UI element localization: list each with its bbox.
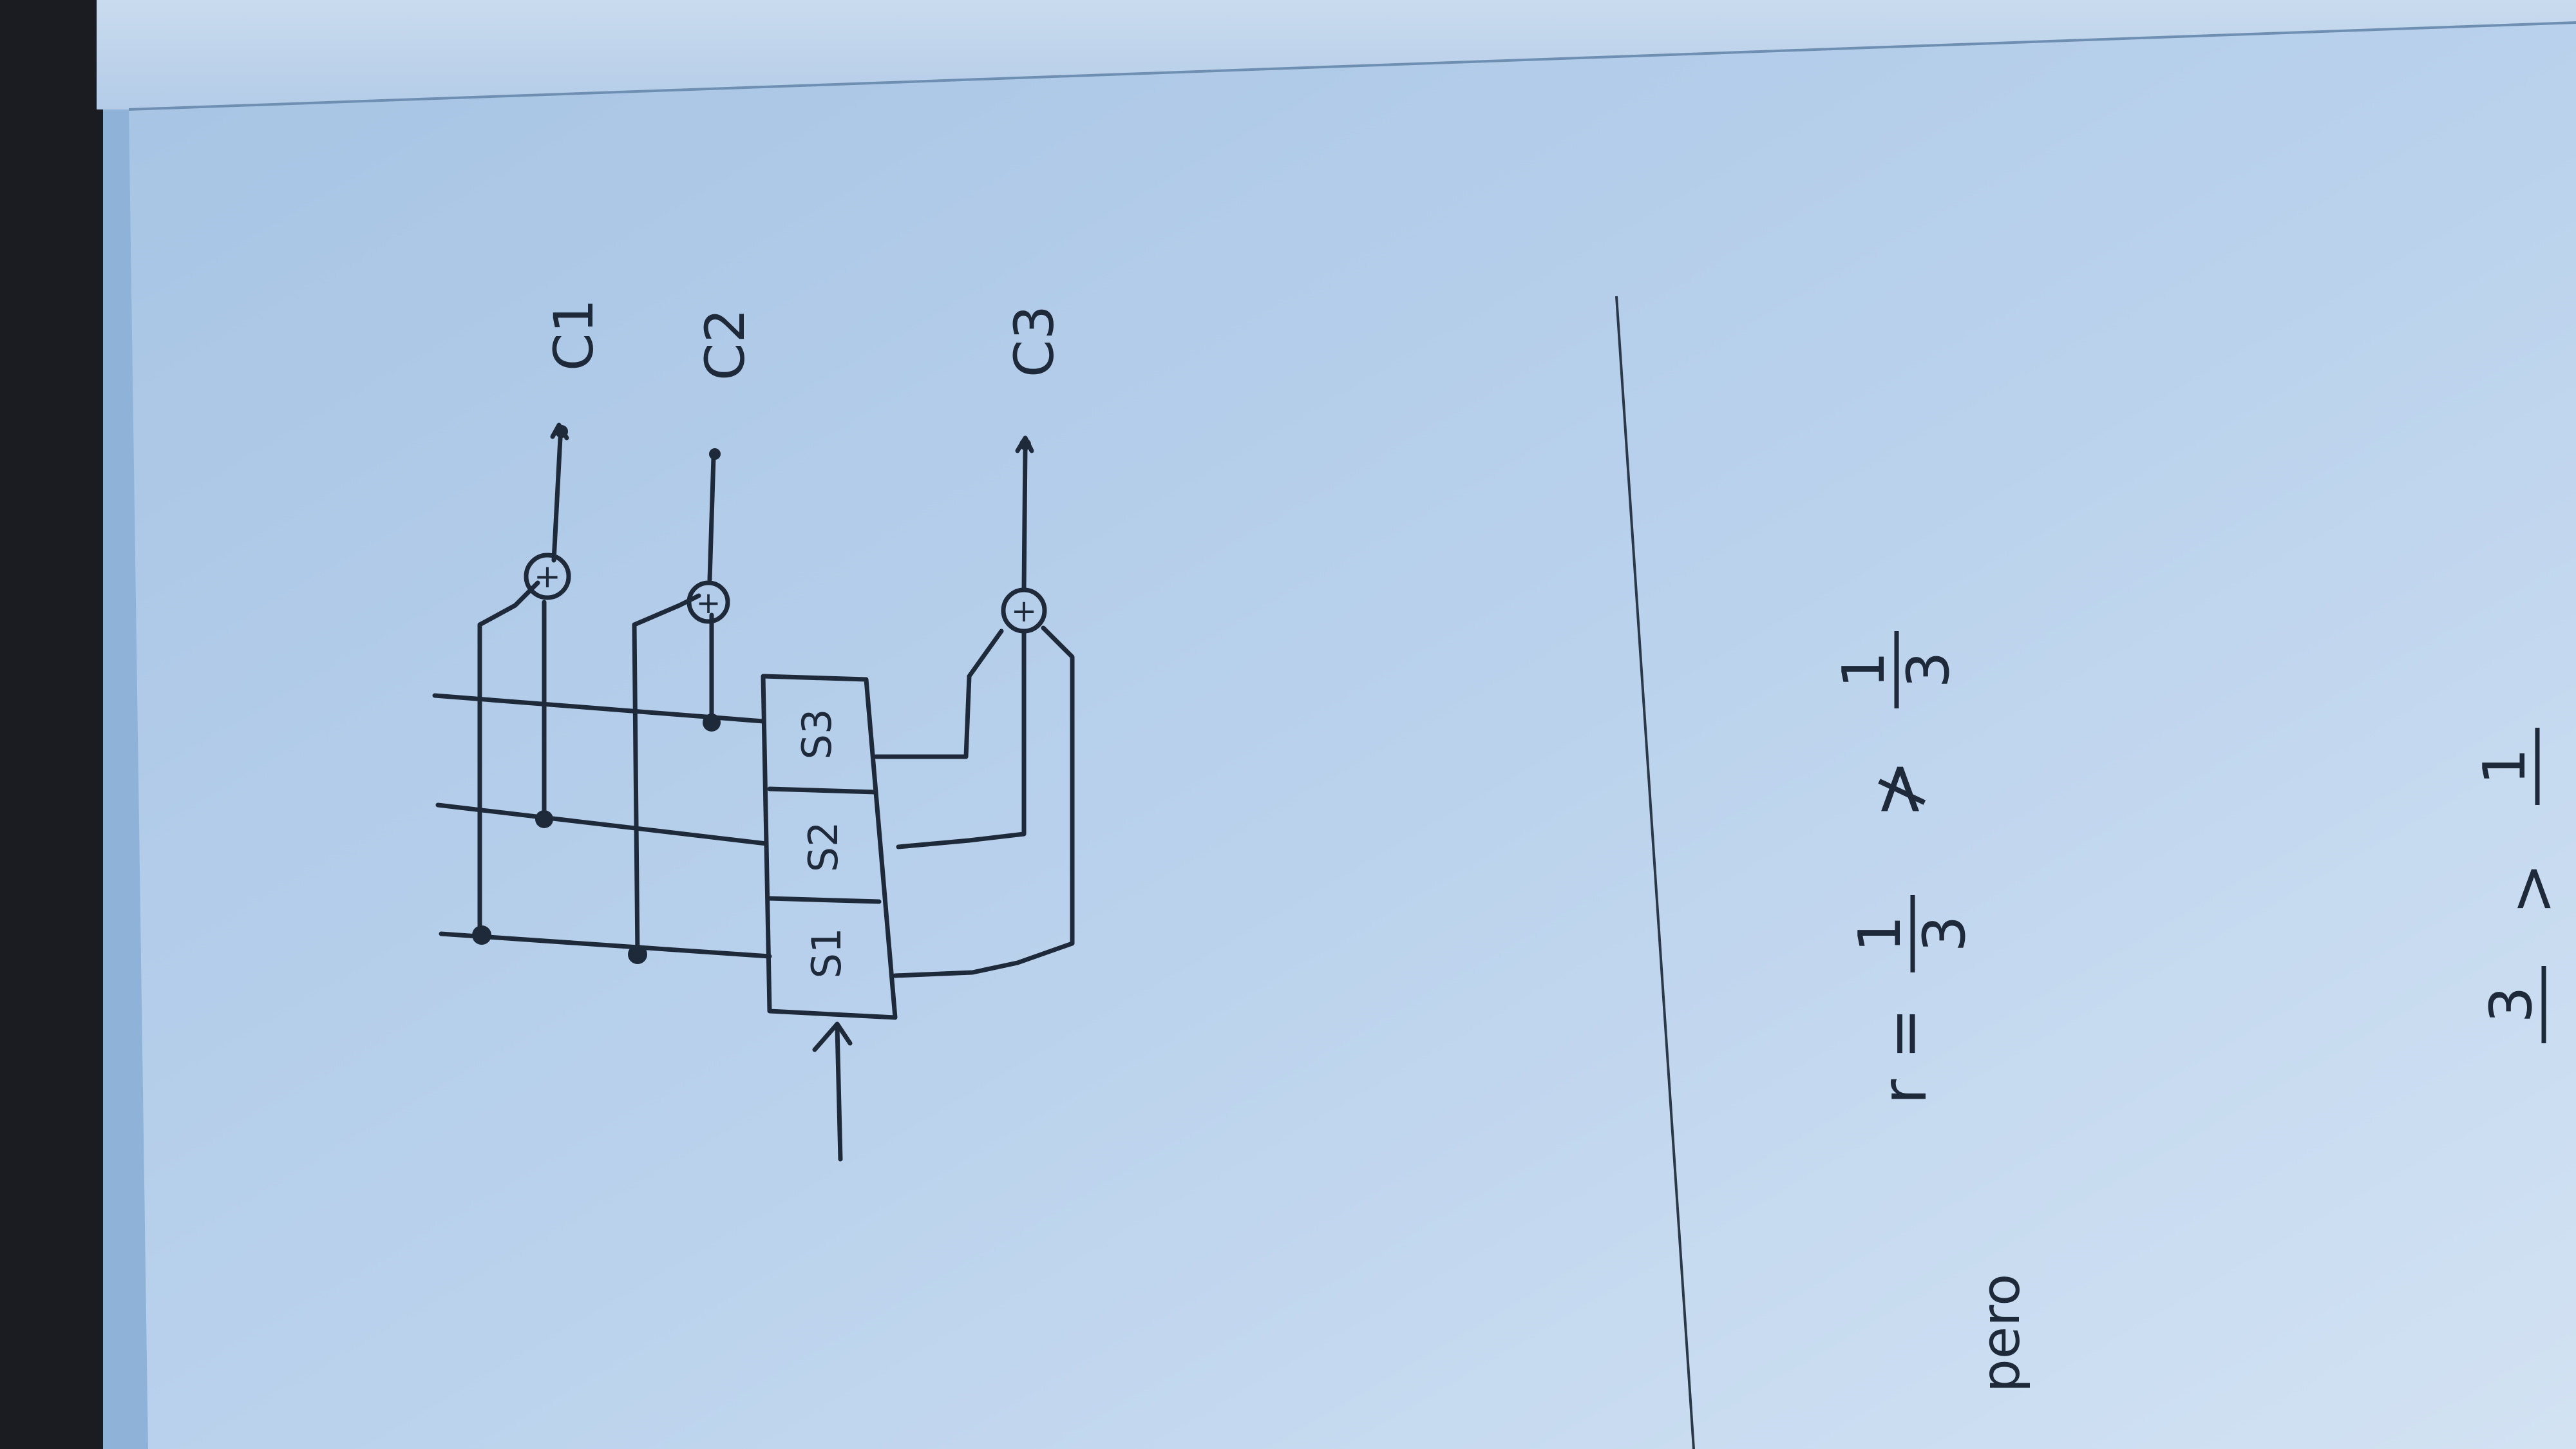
note-frac2: 1 3 [1830, 631, 1962, 708]
note-frac1-den: 3 [1911, 915, 1978, 952]
note-rate-lhs: r = [1868, 1008, 1940, 1104]
register-label-s2: S2 [800, 822, 847, 873]
note-bottom-gt: > [2496, 863, 2568, 914]
shift-register [761, 674, 898, 1020]
note-neq: ≯ [1857, 759, 1939, 819]
label-s3-group: S3 [793, 709, 840, 760]
label-c2-group: C2 [694, 308, 757, 381]
output-label-c1: C1 [542, 299, 605, 371]
output-label-c3: C3 [1003, 305, 1066, 377]
label-c1-group: C1 [542, 299, 605, 371]
note-frac1-num: 1 [1846, 915, 1914, 952]
note-neq-group: ≯ [1857, 759, 1939, 819]
adder-2: + [687, 580, 730, 624]
note-bottom-frac: 3 [2477, 966, 2546, 1043]
note-bottom-gt-group: > [2496, 863, 2568, 914]
note-bottom-frac2: 1 [2471, 728, 2540, 805]
back-sheet [97, 0, 2576, 109]
adder-3-symbol: + [1011, 593, 1037, 629]
note-pero-group: pero [1971, 1274, 2032, 1393]
note-frac2-den: 3 [1895, 651, 1962, 688]
page-divider [1615, 296, 1695, 1449]
label-s2-group: S2 [800, 822, 847, 873]
table-edge [0, 0, 103, 1449]
paper-page [129, 23, 2576, 1449]
circuit-diagram [432, 422, 1075, 1162]
note-pero: pero [1971, 1274, 2032, 1393]
adder-1: + [524, 553, 571, 600]
adder-2-symbol: + [696, 585, 721, 620]
adder-1-symbol: + [534, 558, 561, 595]
note-frac1: 1 3 [1846, 895, 1978, 972]
adder-3: + [1001, 587, 1047, 634]
note-rate-group: r = [1868, 1008, 1940, 1104]
label-c3-group: C3 [1003, 305, 1066, 377]
note-bottom-num: 3 [2477, 986, 2545, 1023]
note-bottom-frac2-num: 1 [2471, 748, 2539, 784]
register-label-s1: S1 [803, 928, 850, 979]
note-frac2-num: 1 [1830, 651, 1898, 688]
tap-dots [472, 425, 1031, 964]
register-label-s3: S3 [793, 709, 840, 760]
output-label-c2: C2 [694, 308, 757, 381]
label-s1-group: S1 [803, 928, 850, 979]
